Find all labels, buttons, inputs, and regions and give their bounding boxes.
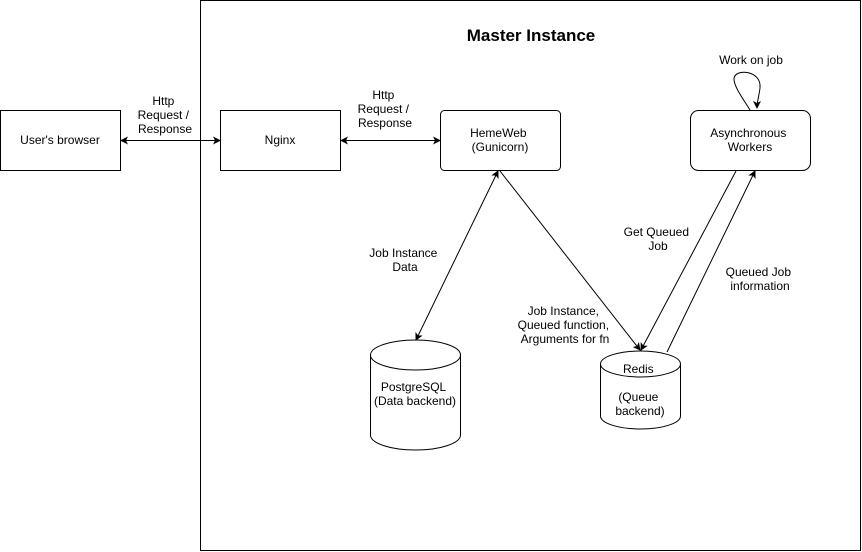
master-instance-title: Master Instance <box>467 26 596 45</box>
label-workers-self: Work on job <box>719 53 783 67</box>
hemeweb-label: HemeWeb (Gunicorn) <box>470 126 530 154</box>
postgres-label: PostgreSQL (Data backend) <box>374 380 456 408</box>
label-redis-workers: Queued Job information <box>726 265 795 293</box>
nginx-node: Nginx <box>220 110 341 171</box>
hemeweb-node: HemeWeb (Gunicorn) <box>440 110 561 171</box>
label-workers-redis: Get Queued Job <box>624 225 693 253</box>
master-instance-container <box>200 0 861 551</box>
label-hemeweb-redis: Job Instance, Queued function, Arguments… <box>518 304 613 346</box>
browser-label: User's browser <box>20 133 100 147</box>
edge-workers-redis <box>640 170 737 351</box>
workers-label: Asynchronous Workers <box>710 126 789 154</box>
edge-hemeweb-postgres <box>415 170 499 341</box>
postgres-node: PostgreSQL (Data backend) <box>370 339 461 451</box>
edge-hemeweb-redis <box>499 170 641 351</box>
workers-node: Asynchronous Workers <box>690 110 811 171</box>
browser-node: User's browser <box>0 110 121 171</box>
nginx-label: Nginx <box>265 133 296 147</box>
label-hemeweb-postgres: Job Instance Data <box>369 246 440 274</box>
label-nginx-hemeweb: Http Request / Response <box>358 88 413 130</box>
redis-node: Redis (Queue backend) <box>600 350 681 430</box>
label-browser-nginx: Http Request / Response <box>138 94 193 136</box>
edge-redis-workers <box>666 170 756 353</box>
edge-workers-self-loop <box>733 71 762 111</box>
redis-label: Redis (Queue backend) <box>615 362 664 418</box>
